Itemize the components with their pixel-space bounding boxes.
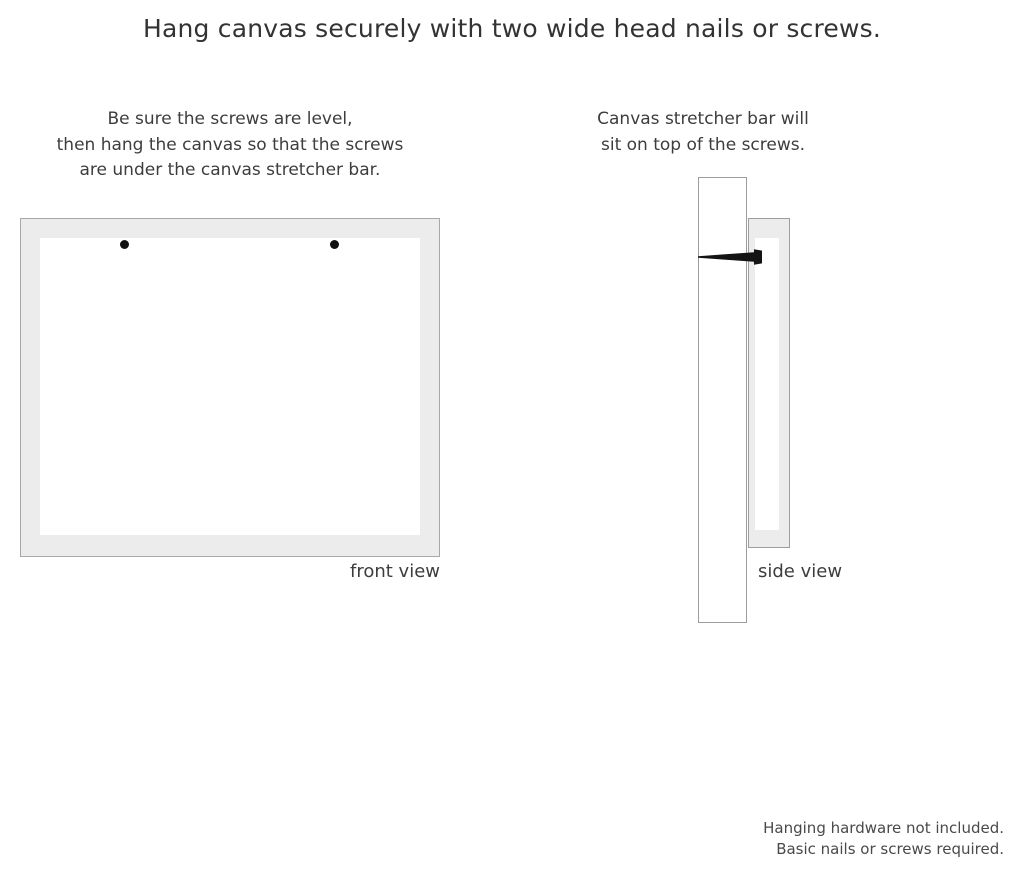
canvas-stretcher-bar-profile xyxy=(748,218,790,548)
footer-disclaimer: Hanging hardware not included. Basic nai… xyxy=(763,818,1004,860)
front-view-label: front view xyxy=(350,561,440,582)
front-caption-line-2: then hang the canvas so that the screws xyxy=(56,134,404,155)
page-title: Hang canvas securely with two wide head … xyxy=(142,14,882,43)
side-view-diagram xyxy=(690,170,810,630)
front-view-caption: Be sure the screws are level, then hang … xyxy=(10,107,450,184)
front-caption-line-3: are under the canvas stretcher bar. xyxy=(79,160,381,180)
side-caption-line-1: Canvas stretcher bar will xyxy=(597,109,809,129)
front-caption-line-1: Be sure the screws are level, xyxy=(107,109,353,129)
disclaimer-line-2: Basic nails or screws required. xyxy=(776,840,1004,858)
screw-dot-right-icon xyxy=(330,240,339,249)
canvas-stretcher-bar-inner xyxy=(755,238,779,530)
canvas-face-front xyxy=(40,238,420,535)
side-view-label: side view xyxy=(758,561,843,582)
disclaimer-line-1: Hanging hardware not included. xyxy=(763,819,1004,837)
side-view-caption: Canvas stretcher bar will sit on top of … xyxy=(553,107,853,158)
wall-profile xyxy=(698,177,747,623)
screw-dot-left-icon xyxy=(120,240,129,249)
screw-side-profile-icon xyxy=(698,249,762,265)
front-view-diagram xyxy=(20,218,440,557)
side-caption-line-2: sit on top of the screws. xyxy=(600,134,806,155)
